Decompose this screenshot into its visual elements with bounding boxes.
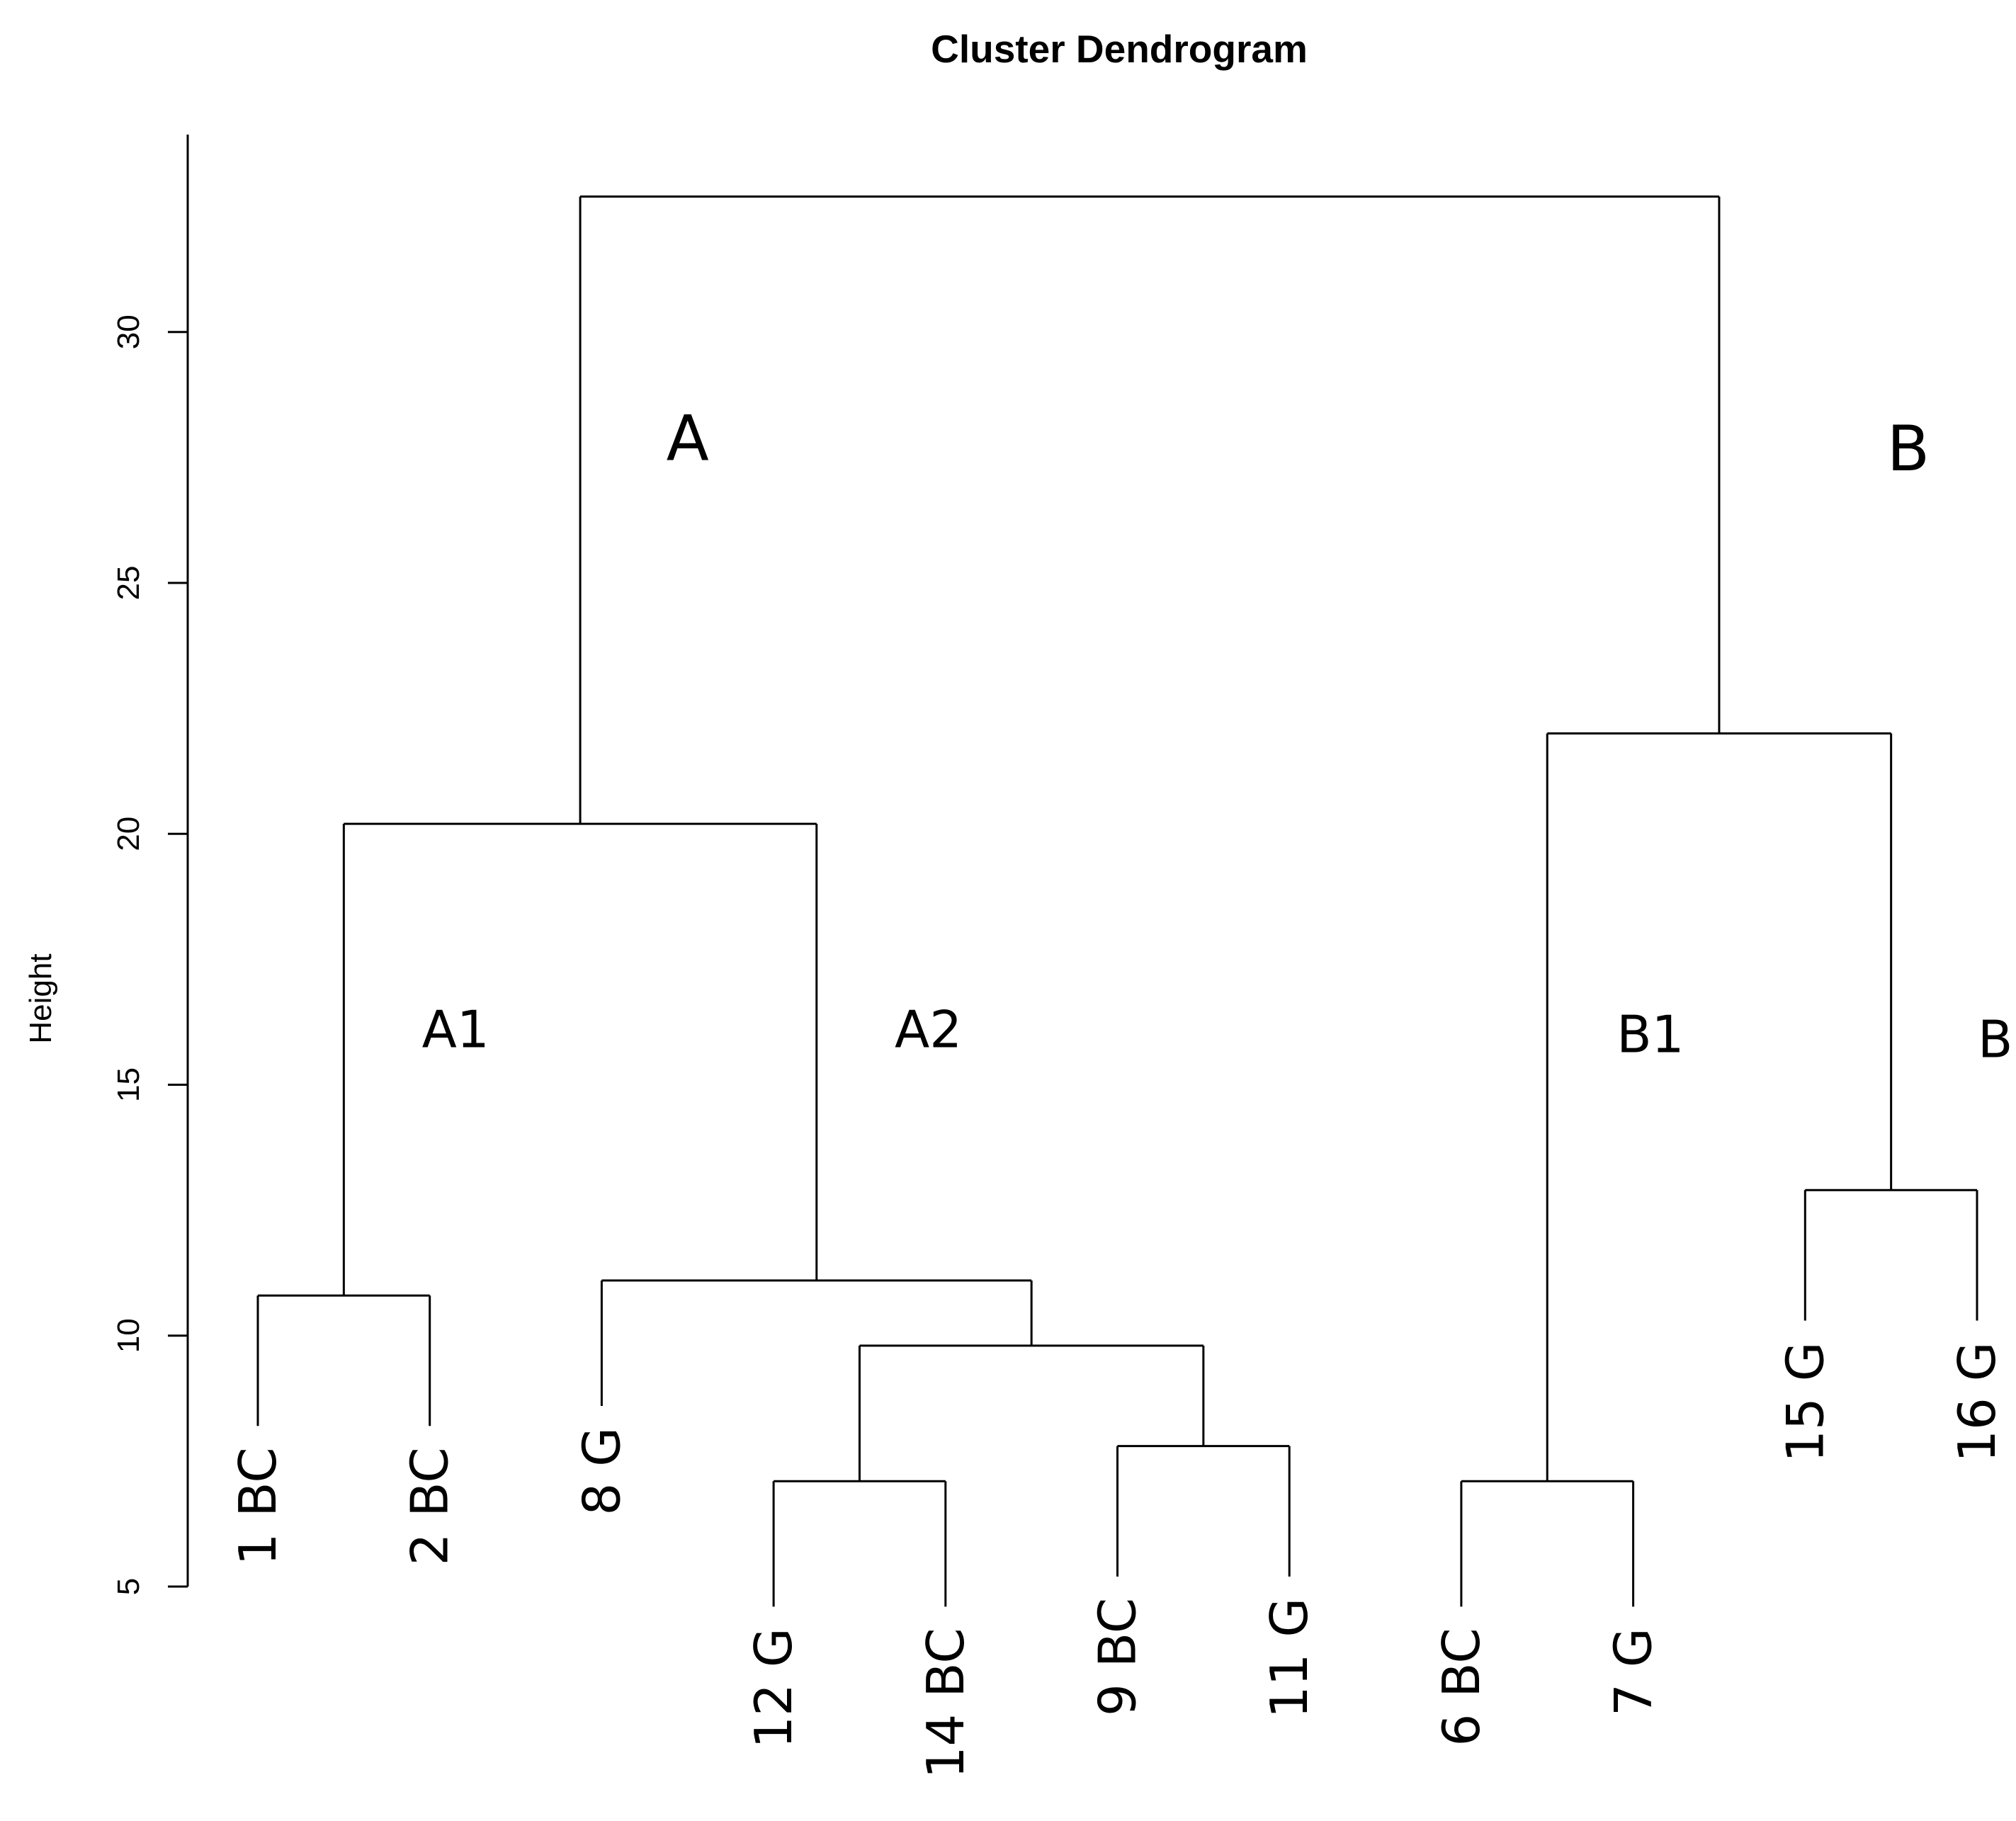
leaf-label: 15 G <box>1775 1341 1835 1462</box>
y-axis: 5 10 15 20 25 30 <box>111 135 189 1595</box>
leaf-label: 16 G <box>1947 1341 2007 1462</box>
cluster-annotation: B2 <box>1978 1010 2016 1070</box>
leaf-label: 12 G <box>744 1628 803 1748</box>
leaf-label: 2 BC <box>400 1447 460 1565</box>
chart-title: Cluster Dendrogram <box>931 27 1308 71</box>
y-tick-label: 5 <box>111 1578 146 1595</box>
leaf-label: 7 G <box>1604 1628 1663 1716</box>
leaf-label: 9 BC <box>1088 1598 1148 1716</box>
y-tick-label: 10 <box>111 1318 146 1353</box>
y-tick-label: 20 <box>111 817 146 851</box>
cluster-annotation: B <box>1887 412 1930 485</box>
leaf-label: 11 G <box>1259 1598 1319 1718</box>
y-tick-label: 30 <box>111 314 146 349</box>
dendrogram-branches <box>256 195 1978 1607</box>
leaf-label: 14 BC <box>916 1628 975 1779</box>
cluster-annotation: A1 <box>422 1000 489 1060</box>
cluster-annotation: B1 <box>1616 1005 1684 1065</box>
leaf-label: 6 BC <box>1432 1628 1491 1746</box>
leaf-labels: 1 BC 2 BC 8 G 12 G 14 BC 9 BC 11 G 6 BC 7 G 15 G 1… <box>228 1341 2007 1779</box>
leaf-label: 1 BC <box>228 1447 288 1565</box>
cluster-annotations: A B A1 A2 B1 B2 <box>422 402 2016 1070</box>
y-axis-title: Height <box>23 953 58 1043</box>
cluster-annotation: A <box>667 402 709 475</box>
leaf-label: 8 G <box>572 1427 631 1516</box>
cluster-annotation: A2 <box>895 1000 962 1060</box>
y-tick-label: 15 <box>111 1067 146 1102</box>
y-tick-label: 25 <box>111 566 146 601</box>
